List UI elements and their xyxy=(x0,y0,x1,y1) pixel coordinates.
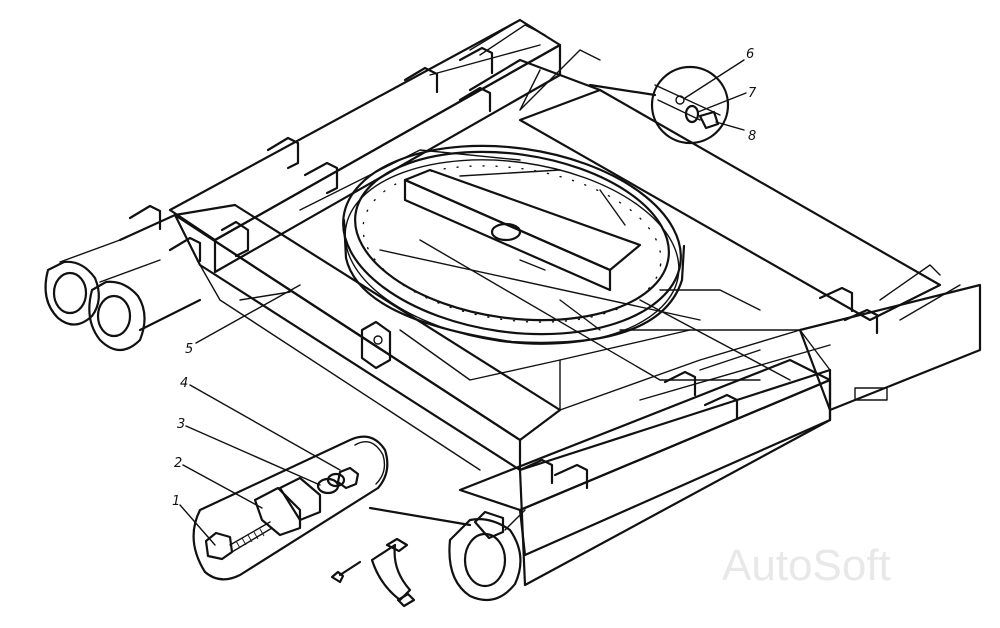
callout-leaders xyxy=(179,59,747,546)
front-cross-beam xyxy=(458,329,832,557)
callout-1: 1 xyxy=(172,494,180,509)
track-rails xyxy=(479,24,961,321)
callout-6: 6 xyxy=(746,47,754,62)
callout-3: 3 xyxy=(177,417,185,432)
watermark: AutoSoft xyxy=(722,541,891,590)
callout-2: 2 xyxy=(174,456,182,471)
loose-half-clamp xyxy=(370,537,416,608)
center-plate xyxy=(403,168,642,292)
fastener-detail-circle xyxy=(588,65,730,145)
callout-8: 8 xyxy=(748,129,756,144)
left-side-beam xyxy=(118,203,562,472)
callout-7: 7 xyxy=(748,86,757,101)
left-clamps xyxy=(44,239,161,352)
rear-cross-beam xyxy=(168,18,602,274)
inner-cross-members xyxy=(299,149,801,411)
slewing-ring xyxy=(342,144,686,345)
callout-4: 4 xyxy=(180,376,188,391)
detail-leader xyxy=(368,506,472,527)
mounting-brackets xyxy=(128,46,879,490)
clamp-assembly-detail xyxy=(192,435,389,581)
small-bolt xyxy=(330,560,362,584)
front-clamp xyxy=(448,509,526,602)
callout-5: 5 xyxy=(185,342,193,357)
